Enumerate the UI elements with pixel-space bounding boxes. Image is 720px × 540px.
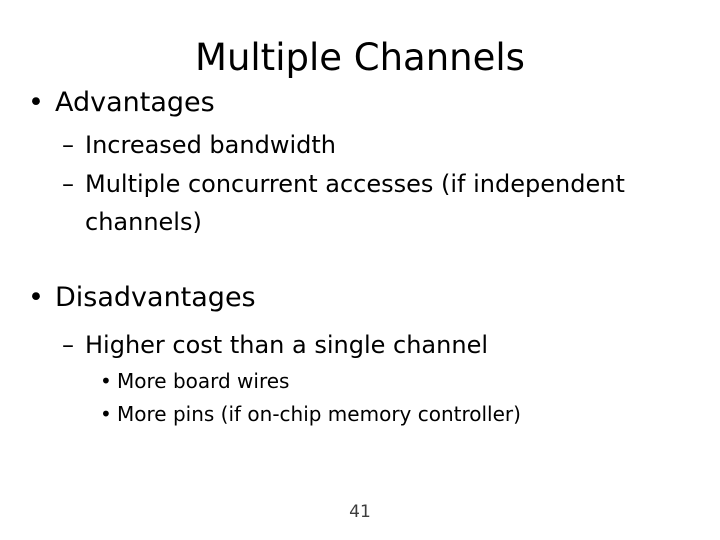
- sub-bullet-multiple-concurrent: – Multiple concurrent accesses (if indep…: [62, 165, 685, 241]
- section-heading: Advantages: [55, 87, 215, 118]
- page-number: 41: [349, 502, 371, 522]
- sub-bullet-higher-cost: – Higher cost than a single channel: [62, 326, 488, 364]
- level2-dash-icon: –: [62, 331, 74, 359]
- level3-bullet-icon: •: [100, 402, 112, 426]
- sub-bullet-text: Increased bandwidth: [85, 131, 336, 159]
- sub-sub-bullet-text: More board wires: [117, 369, 290, 393]
- sub-bullet-text: Multiple concurrent accesses (if indepen…: [85, 170, 625, 236]
- level1-bullet-icon: •: [28, 282, 44, 313]
- sub-sub-bullet-text: More pins (if on-chip memory controller): [117, 402, 521, 426]
- section-heading: Disadvantages: [55, 282, 256, 313]
- level1-bullet-icon: •: [28, 87, 44, 118]
- bullet-item-advantages: • Advantages: [28, 86, 215, 120]
- sub-bullet-increased-bandwidth: – Increased bandwidth: [62, 126, 336, 164]
- bullet-item-disadvantages: • Disadvantages: [28, 281, 256, 315]
- level3-bullet-icon: •: [100, 369, 112, 393]
- slide-title: Multiple Channels: [195, 36, 525, 79]
- sub-sub-bullet-more-pins: • More pins (if on-chip memory controlle…: [100, 398, 521, 431]
- level2-dash-icon: –: [62, 170, 74, 198]
- sub-bullet-text: Higher cost than a single channel: [85, 331, 488, 359]
- sub-sub-bullet-board-wires: • More board wires: [100, 365, 289, 398]
- level2-dash-icon: –: [62, 131, 74, 159]
